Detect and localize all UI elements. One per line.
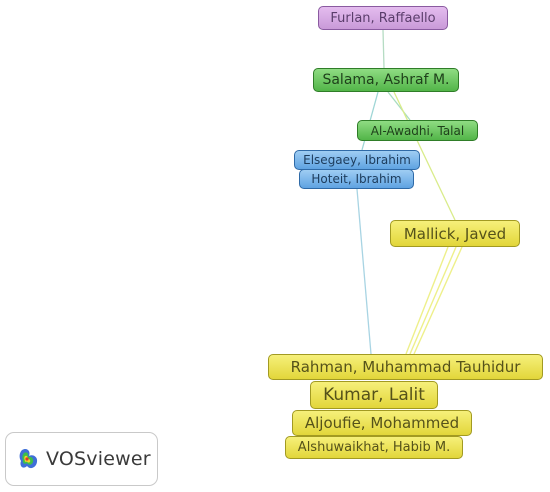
node-label: Furlan, Raffaello — [330, 10, 436, 26]
node-elsegaey[interactable]: Elsegaey, Ibrahim — [294, 150, 420, 170]
link-hoteit-rahman — [356, 188, 372, 355]
node-label: Hoteit, Ibrahim — [311, 172, 402, 186]
link-mallick-kumar — [409, 246, 457, 355]
node-furlan[interactable]: Furlan, Raffaello — [318, 6, 448, 30]
node-label: Kumar, Lalit — [323, 385, 425, 405]
vosviewer-logo: VOSviewer — [5, 432, 158, 486]
node-al-awadhi[interactable]: Al-Awadhi, Talal — [357, 120, 478, 141]
node-label: Mallick, Javed — [403, 224, 507, 243]
node-label: Al-Awadhi, Talal — [370, 123, 465, 138]
node-label: Aljoufie, Mohammed — [304, 414, 460, 432]
link-salama-mallick — [393, 91, 456, 221]
node-label: Rahman, Muhammad Tauhidur — [290, 358, 521, 376]
link-salama-alawadhi — [387, 91, 411, 121]
node-rahman[interactable]: Rahman, Muhammad Tauhidur — [268, 354, 543, 380]
node-aljoufie[interactable]: Aljoufie, Mohammed — [292, 410, 472, 436]
vosviewer-logo-text: VOSviewer — [46, 448, 151, 470]
link-mallick-rahman — [405, 246, 449, 355]
link-furlan-salama — [382, 29, 385, 69]
node-label: Alshuwaikhat, Habib M. — [297, 440, 451, 455]
node-hoteit[interactable]: Hoteit, Ibrahim — [299, 169, 414, 189]
vosviewer-logo-icon — [19, 448, 38, 469]
node-alshuwaikhat[interactable]: Alshuwaikhat, Habib M. — [285, 436, 463, 459]
node-mallick[interactable]: Mallick, Javed — [390, 220, 520, 247]
node-label: Elsegaey, Ibrahim — [303, 153, 411, 167]
node-label: Salama, Ashraf M. — [322, 72, 450, 88]
node-salama[interactable]: Salama, Ashraf M. — [313, 68, 459, 92]
node-kumar[interactable]: Kumar, Lalit — [310, 381, 438, 409]
link-mallick-aljoufie — [413, 246, 463, 355]
